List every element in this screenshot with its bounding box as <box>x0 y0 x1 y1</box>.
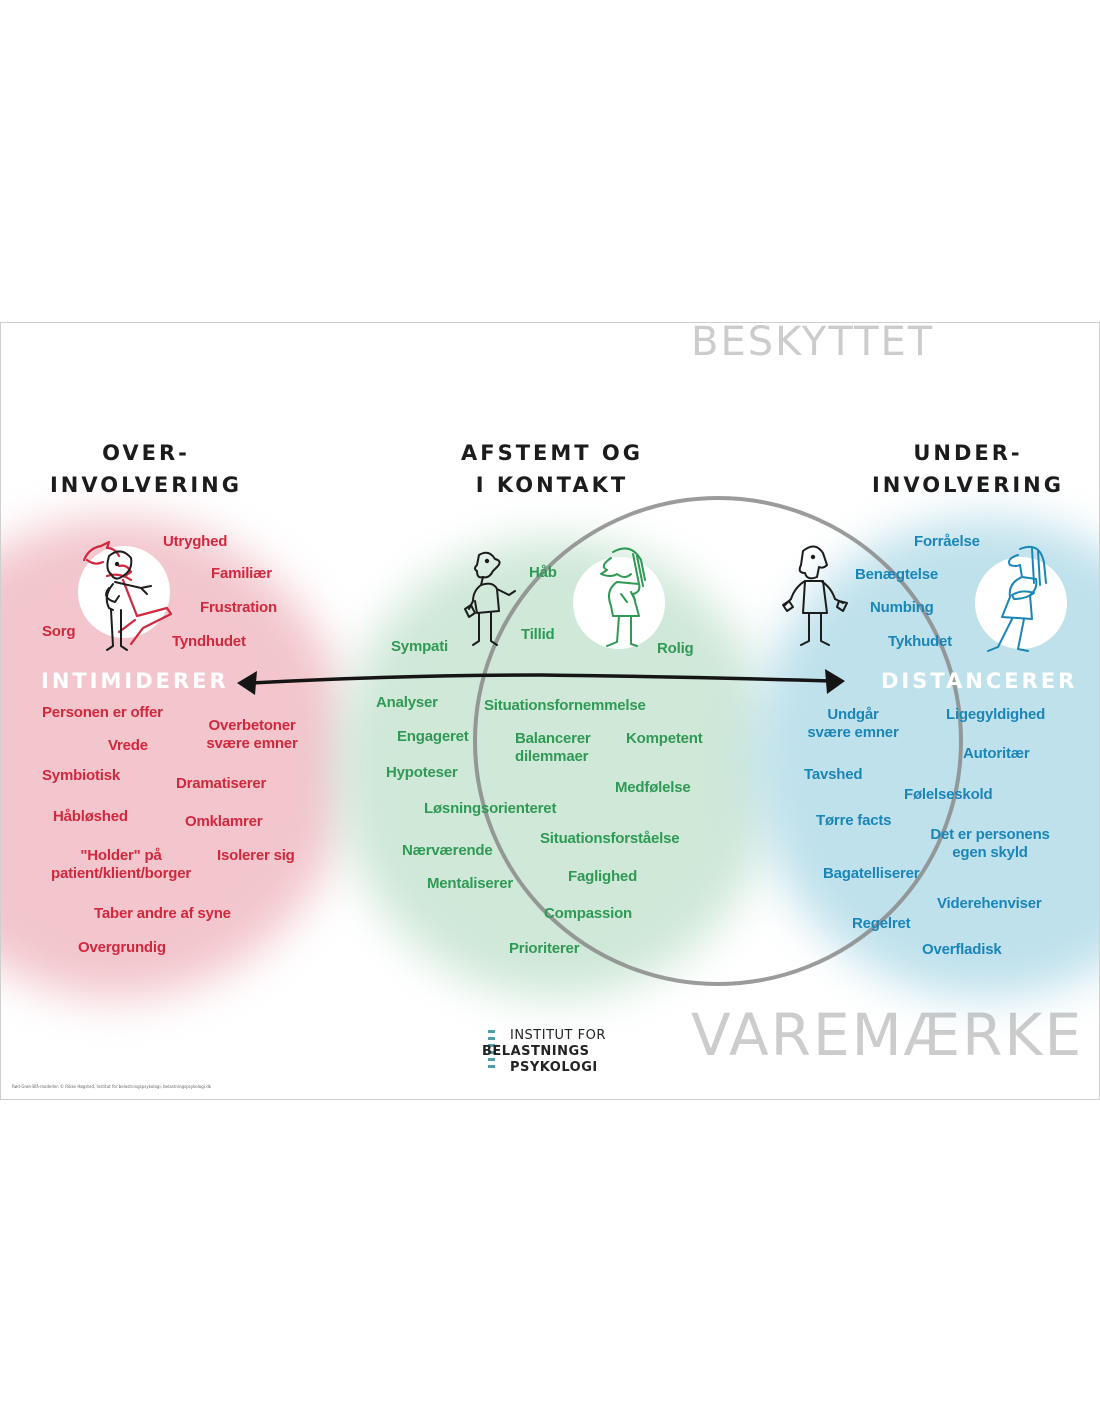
logo-line: BELASTNINGS <box>482 1044 590 1059</box>
heading-under-involvement: UNDER- INVOLVERING <box>843 437 1093 501</box>
label-distancerer: DISTANCERER <box>881 669 1078 693</box>
word-line: svære emner <box>206 735 298 752</box>
word: Forråelse <box>914 533 980 550</box>
heading-attuned: AFSTEMT OG I KONTAKT <box>427 437 677 501</box>
word: Autoritær <box>963 745 1030 762</box>
word-line: Overbetoner <box>208 717 296 734</box>
copyright-notice: Rød-Grøn-Blå-modellen © Rikke Høgsted, I… <box>12 1084 212 1089</box>
word: Bagatelliserer <box>823 865 920 882</box>
heading-line: INVOLVERING <box>49 473 242 497</box>
word: Analyser <box>376 694 438 711</box>
word: Regelret <box>852 915 911 932</box>
word: Følelseskold <box>904 786 993 803</box>
word-line: patient/klient/borger <box>51 865 191 882</box>
word: Tillid <box>521 626 555 643</box>
word: Symbiotisk <box>42 767 121 784</box>
word: Viderehenviser <box>937 895 1042 912</box>
word: Overfladisk <box>922 941 1002 958</box>
word: "Holder" på patient/klient/borger <box>31 847 211 883</box>
word: Mentaliserer <box>427 875 513 892</box>
word: Tørre facts <box>816 812 892 829</box>
heading-line: AFSTEMT OG <box>460 441 643 465</box>
word: Taber andre af syne <box>94 905 231 922</box>
attuned-woman-figure-icon <box>600 547 646 647</box>
word: Prioriterer <box>509 940 580 957</box>
institute-logo: INSTITUT FOR BELASTNINGS PSYKOLOGI <box>482 1028 638 1078</box>
word: Tavshed <box>804 766 863 783</box>
watermark-line2: BESKYTTET <box>691 322 935 365</box>
heading-line: OVER- <box>102 441 190 465</box>
word: Benægtelse <box>855 566 939 583</box>
word: Det er personens egen skyld <box>917 826 1063 862</box>
word: Medfølelse <box>615 779 691 796</box>
word: Hypoteser <box>386 764 458 781</box>
word: Omklamrer <box>185 813 263 830</box>
word: Undgår svære emner <box>797 706 909 742</box>
word: Sorg <box>42 623 76 640</box>
word: Dramatiserer <box>176 775 267 792</box>
word: Sympati <box>391 638 448 655</box>
word: Løsningsorienteret <box>424 800 557 817</box>
word: Numbing <box>870 599 934 616</box>
word: Familiær <box>211 565 272 582</box>
word: Personen er offer <box>42 704 163 721</box>
word: Faglighed <box>568 868 638 885</box>
word-line: Balancerer <box>515 730 591 747</box>
shrugging-person-figure-icon <box>782 545 848 646</box>
logo-line: INSTITUT FOR <box>510 1028 606 1043</box>
arms-crossed-woman-figure-icon <box>987 545 1047 652</box>
word: Overbetoner svære emner <box>193 717 311 753</box>
word: Ligegyldighed <box>946 706 1046 723</box>
word: Situationsforståelse <box>540 830 680 847</box>
word: Overgrundig <box>78 939 166 956</box>
heading-line: INVOLVERING <box>871 473 1064 497</box>
logo-line: PSYKOLOGI <box>510 1060 598 1075</box>
word: Kompetent <box>626 730 703 747</box>
embracing-couple-figure-icon <box>82 540 173 651</box>
word: Situationsfornemmelse <box>484 697 646 714</box>
word-line: dilemmaer <box>515 748 589 765</box>
word: Tyndhudet <box>172 633 246 650</box>
word: Frustration <box>200 599 277 616</box>
word: Balancerer dilemmaer <box>515 730 591 766</box>
label-intimiderer: INTIMIDERER <box>41 669 229 693</box>
word: Rolig <box>657 640 694 657</box>
word: Vrede <box>108 737 148 754</box>
word: Compassion <box>544 905 633 922</box>
word-line: "Holder" på <box>80 847 162 864</box>
word: Nærværende <box>402 842 493 859</box>
word: Håbløshed <box>53 808 128 825</box>
heading-line: UNDER- <box>913 441 1023 465</box>
word: Isolerer sig <box>217 847 295 864</box>
word-line: Det er personens <box>930 826 1050 843</box>
heading-over-involvement: OVER- INVOLVERING <box>21 437 271 501</box>
logo-mark-icon <box>488 1030 496 1072</box>
word: Engageret <box>397 728 469 745</box>
word-line: egen skyld <box>952 844 1028 861</box>
figure-disc <box>573 557 665 649</box>
heading-line: I KONTAKT <box>475 473 629 497</box>
word: Utryghed <box>163 533 228 550</box>
poster: OVER- INVOLVERING AFSTEMT OG I KONTAKT U… <box>0 322 1100 1100</box>
word-line: svære emner <box>807 724 899 741</box>
word-line: Undgår <box>827 706 879 723</box>
watermark-line1: VAREMÆRKE <box>691 1001 1084 1069</box>
word: Håb <box>529 564 557 581</box>
word: Tykhudet <box>888 633 952 650</box>
calm-person-figure-icon <box>464 551 516 646</box>
